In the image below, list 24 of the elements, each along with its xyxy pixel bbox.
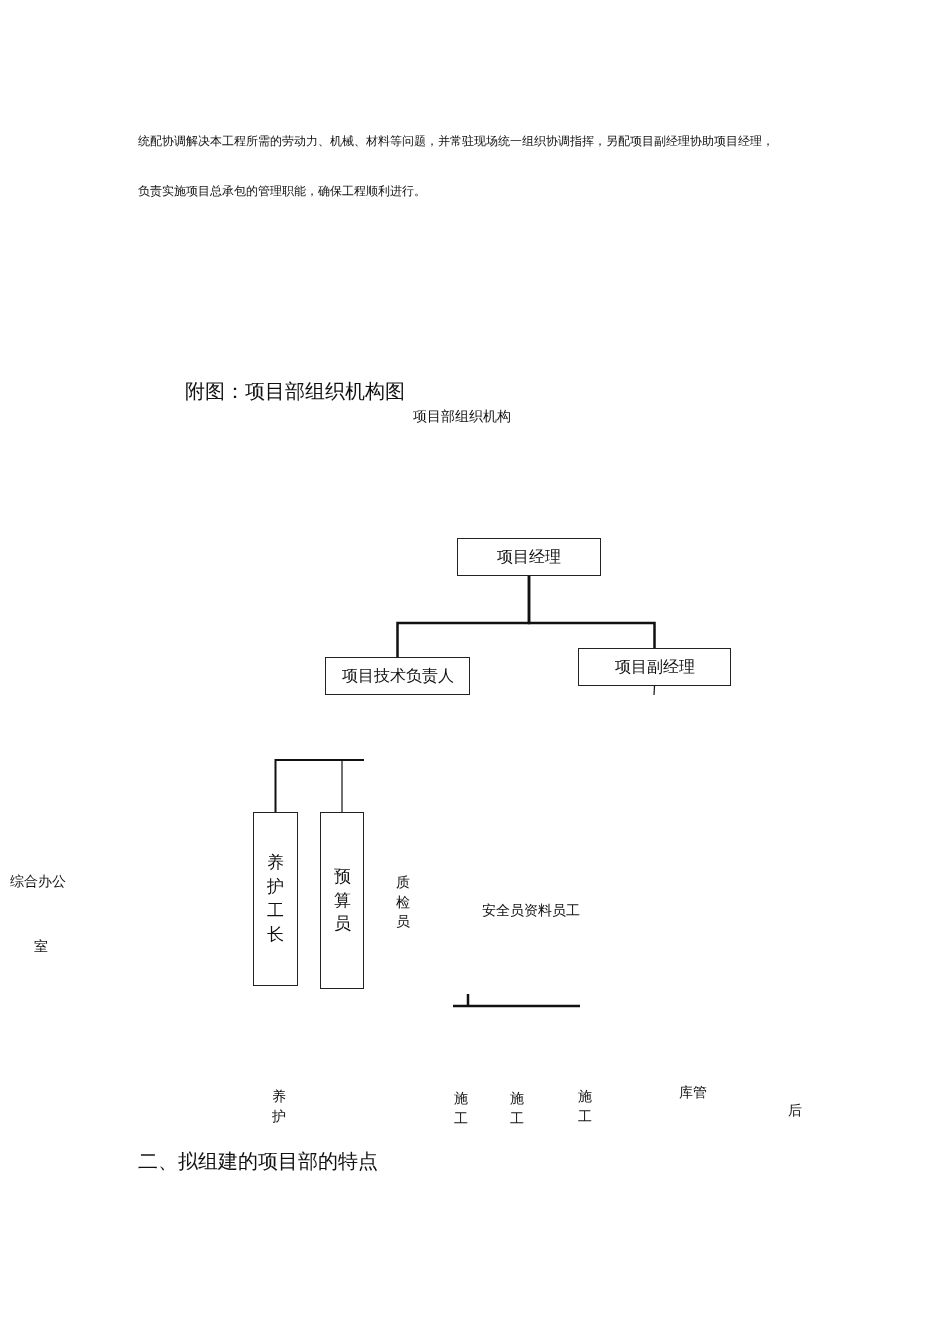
- department-label: 安全员资料员工: [482, 902, 580, 920]
- department-label: 室: [34, 938, 48, 956]
- paragraph-text: 负责实施项目总承包的管理职能，确保工程顺利进行。: [138, 183, 426, 200]
- team-label: 施工: [509, 1089, 525, 1128]
- position-box: 项目经理: [457, 538, 601, 576]
- connector-line: [341, 759, 343, 813]
- connector-line: [527, 576, 656, 648]
- team-label: 后: [787, 1101, 803, 1120]
- team-label: 施工: [577, 1087, 593, 1126]
- paragraph-text: 统配协调解决本工程所需的劳动力、机械、材料等问题，并常驻现场统一组织协调指挥，另配项目副经理协助项目经理，: [138, 133, 774, 150]
- chart-title: 项目部组织机构: [413, 408, 511, 426]
- team-label: 施工: [453, 1089, 469, 1128]
- position-box-vertical: 预算员: [320, 812, 364, 989]
- team-label: 库管: [679, 1084, 707, 1102]
- team-label: 养护: [271, 1087, 287, 1126]
- section-heading: 二、拟组建的项目部的特点: [138, 1148, 378, 1175]
- position-box: 项目技术负责人: [325, 657, 470, 695]
- connector-line: [653, 685, 656, 696]
- position-box: 项目副经理: [578, 648, 731, 686]
- department-label: 综合办公: [10, 873, 66, 891]
- position-box-vertical: 养护工长: [253, 812, 298, 986]
- department-label: 质检员: [395, 873, 411, 932]
- figure-title: 附图：项目部组织机构图: [185, 378, 405, 405]
- connector-line: [274, 759, 365, 813]
